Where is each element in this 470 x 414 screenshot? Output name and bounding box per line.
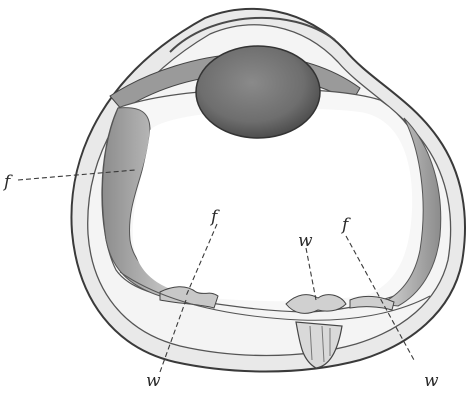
- lens: [196, 46, 320, 138]
- label-f-left: f: [2, 172, 13, 192]
- label-w-bottom-right: w: [424, 371, 439, 391]
- label-w-top: w: [298, 231, 313, 251]
- label-w-bottom-left: w: [146, 371, 161, 391]
